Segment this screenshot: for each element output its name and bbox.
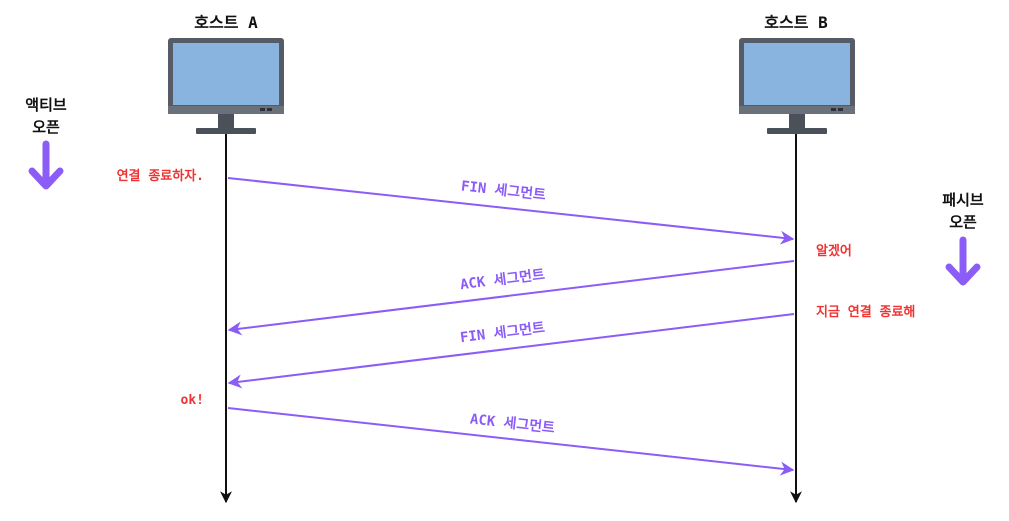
ack-arrow-a-to-b [227,407,795,476]
note-a-ok: ok! [181,393,204,408]
fin-arrow-b-to-a [227,313,795,389]
down-arrow-icon [28,140,64,190]
desktop-monitor-icon [739,38,855,134]
segment-label: FIN 세그먼트 [459,319,546,346]
host-b-label: 호스트 B [764,13,828,32]
note-a-close: 연결 종료하자. [117,168,204,184]
down-arrow-icon [945,236,981,286]
passive-open-label-line1: 패시브 [942,191,984,209]
segment-label: FIN 세그먼트 [460,177,547,203]
active-open-label-line1: 액티브 [25,96,67,114]
active-open-label-line2: 오픈 [32,118,60,136]
passive-open-label-line2: 오픈 [949,213,977,231]
host-a-label: 호스트 A [194,13,258,32]
note-b-close: 지금 연결 종료해 [816,304,915,320]
ack-arrow-b-to-a [227,260,795,336]
note-b-ack: 알겠어 [816,243,852,259]
segment-label: ACK 세그먼트 [459,266,546,293]
fin-arrow-a-to-b [227,177,795,245]
desktop-monitor-icon [168,38,284,134]
segment-label: ACK 세그먼트 [469,410,556,436]
